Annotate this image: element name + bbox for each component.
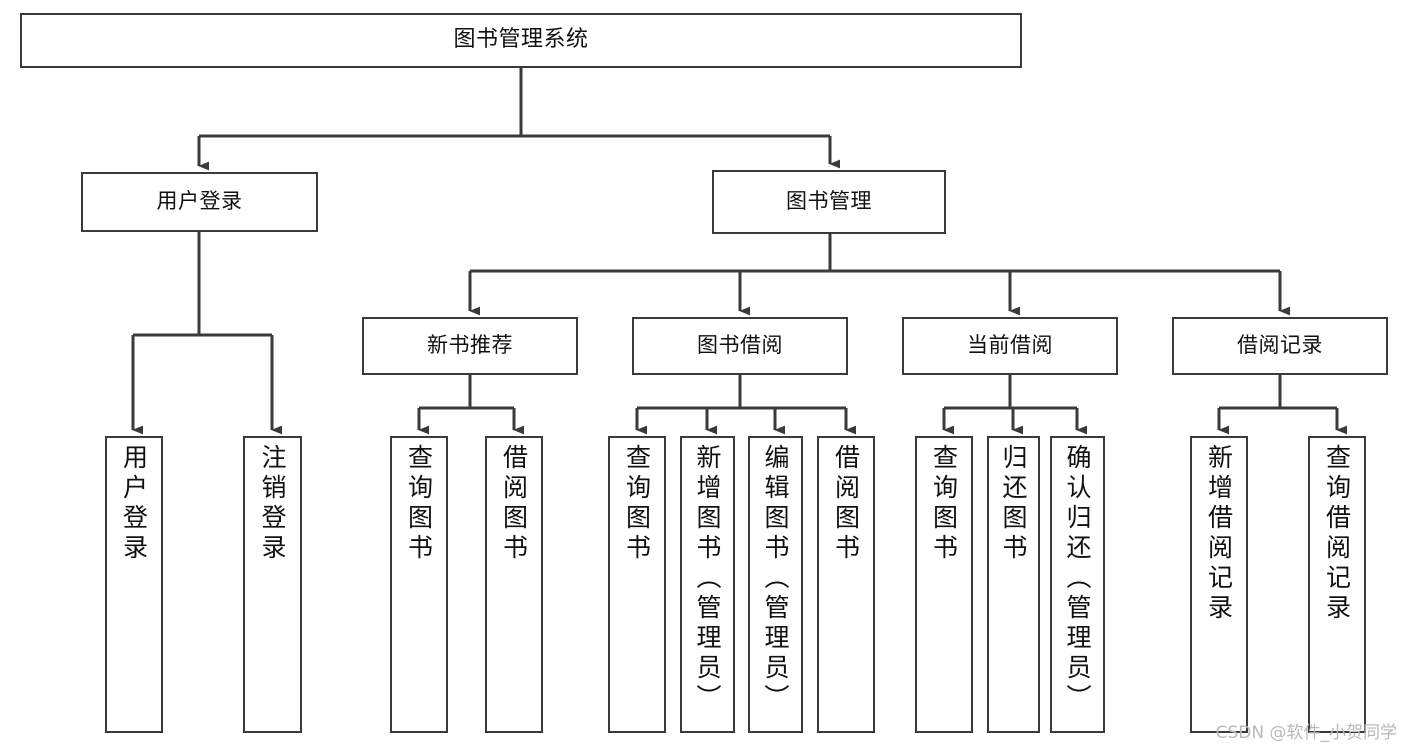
node-borrow-records[interactable]: 借阅记录 xyxy=(1172,317,1388,375)
leaf-current-return-book[interactable]: 归还图书 xyxy=(987,436,1040,733)
node-label: 借阅记录 xyxy=(1237,333,1323,358)
node-label: 借阅图书 xyxy=(831,444,861,564)
node-label: 图书管理 xyxy=(786,189,872,214)
node-new-book-recommendation[interactable]: 新书推荐 xyxy=(362,317,578,375)
node-label: 用户登录 xyxy=(156,189,243,214)
node-label: 查询图书 xyxy=(622,444,652,564)
node-current-borrowing[interactable]: 当前借阅 xyxy=(902,317,1118,375)
node-label: 查询借阅记录 xyxy=(1322,444,1352,624)
leaf-borrow-add-book-admin[interactable]: 新增图书（管理员） xyxy=(680,436,735,733)
node-label: 图书借阅 xyxy=(697,333,783,358)
leaf-borrow-edit-book-admin[interactable]: 编辑图书（管理员） xyxy=(748,436,803,733)
node-label: 查询图书 xyxy=(404,444,434,564)
leaf-user-login[interactable]: 用户登录 xyxy=(105,436,163,733)
leaf-borrow-query-book[interactable]: 查询图书 xyxy=(608,436,666,733)
node-label: 归还图书 xyxy=(999,444,1028,564)
leaf-recommend-query-book[interactable]: 查询图书 xyxy=(390,436,448,733)
leaf-record-query-borrow-record[interactable]: 查询借阅记录 xyxy=(1308,436,1366,733)
node-label: 查询图书 xyxy=(929,444,959,564)
leaf-logout[interactable]: 注销登录 xyxy=(243,436,302,733)
leaf-recommend-borrow-book[interactable]: 借阅图书 xyxy=(485,436,543,733)
leaf-current-confirm-return-admin[interactable]: 确认归还（管理员） xyxy=(1050,436,1105,733)
node-label: 新书推荐 xyxy=(427,333,513,358)
node-book-management[interactable]: 图书管理 xyxy=(712,170,946,234)
node-book-borrowing[interactable]: 图书借阅 xyxy=(632,317,848,375)
node-user-login[interactable]: 用户登录 xyxy=(81,172,318,232)
node-label: 图书管理系统 xyxy=(453,27,589,53)
leaf-current-query-book[interactable]: 查询图书 xyxy=(915,436,973,733)
node-label: 新增图书（管理员） xyxy=(693,444,722,714)
node-label: 借阅图书 xyxy=(499,444,529,564)
node-root-book-management-system[interactable]: 图书管理系统 xyxy=(20,13,1022,68)
csdn-watermark: CSDN @软件_小贺同学 xyxy=(1215,723,1397,743)
node-label: 新增借阅记录 xyxy=(1204,444,1234,624)
node-label: 用户登录 xyxy=(119,444,149,564)
node-label: 编辑图书（管理员） xyxy=(761,444,790,714)
node-label: 确认归还（管理员） xyxy=(1063,444,1092,714)
leaf-borrow-borrow-book[interactable]: 借阅图书 xyxy=(817,436,875,733)
node-label: 当前借阅 xyxy=(967,333,1053,358)
node-label: 注销登录 xyxy=(258,444,287,564)
leaf-record-add-borrow-record[interactable]: 新增借阅记录 xyxy=(1190,436,1248,733)
